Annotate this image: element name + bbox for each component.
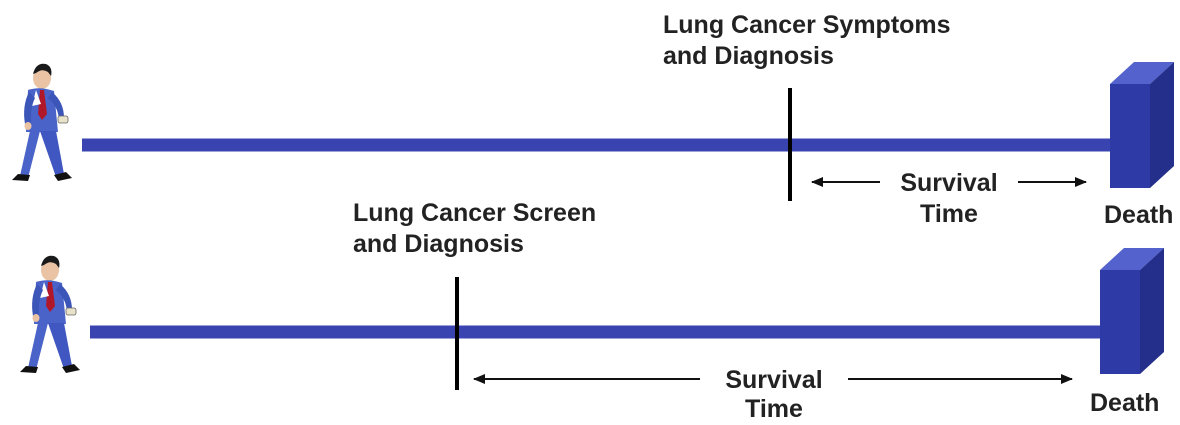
timeline-2-event-label-line1: Lung Cancer Screen bbox=[353, 199, 597, 227]
tombstone-icon bbox=[1100, 248, 1164, 374]
timeline-2-interval-label-line1: Survival bbox=[725, 366, 823, 394]
walking-man-icon bbox=[19, 255, 81, 374]
timeline-2-interval-label-line2: Time bbox=[745, 395, 803, 423]
timeline-1-event-label-line2: and Diagnosis bbox=[663, 42, 834, 70]
timeline-1-interval-label-line1: Survival bbox=[900, 169, 998, 197]
timeline-2-event-label-line2: and Diagnosis bbox=[353, 230, 524, 258]
tombstone-icon bbox=[1110, 62, 1174, 188]
timeline-1-interval-label-line2: Time bbox=[920, 200, 978, 228]
timeline-1-end-label: Death bbox=[1104, 201, 1174, 229]
timeline-1-event-label-line1: Lung Cancer Symptoms bbox=[663, 11, 951, 39]
timeline-2-end-label: Death bbox=[1090, 389, 1160, 417]
walking-man-icon bbox=[11, 63, 73, 182]
